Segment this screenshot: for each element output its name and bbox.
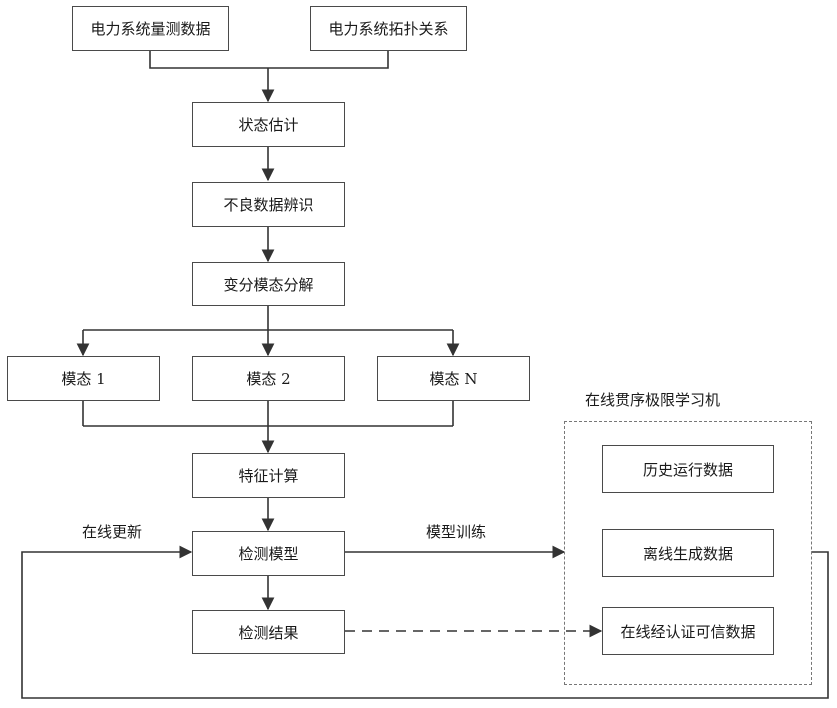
feature-box: 特征计算: [192, 453, 345, 498]
history-data-box: 历史运行数据: [602, 445, 774, 493]
state-estimation-box: 状态估计: [192, 102, 345, 147]
vmd-box: 变分模态分解: [192, 262, 345, 306]
modeN-box: 模态 N: [377, 356, 530, 401]
detect-result-box: 检测结果: [192, 610, 345, 654]
model-training-label: 模型训练: [426, 521, 486, 542]
mode1-box: 模态 1: [7, 356, 160, 401]
topology-box: 电力系统拓扑关系: [310, 6, 467, 51]
mode2-box: 模态 2: [192, 356, 345, 401]
detect-model-box: 检测模型: [192, 531, 345, 576]
group-title: 在线贯序极限学习机: [585, 389, 720, 410]
measurement-data-box: 电力系统量测数据: [72, 6, 229, 51]
merge-line-top: [150, 50, 388, 68]
bad-data-box: 不良数据辨识: [192, 182, 345, 227]
offline-data-box: 离线生成数据: [602, 529, 774, 577]
trusted-data-box: 在线经认证可信数据: [602, 607, 774, 655]
online-update-label: 在线更新: [82, 521, 142, 542]
